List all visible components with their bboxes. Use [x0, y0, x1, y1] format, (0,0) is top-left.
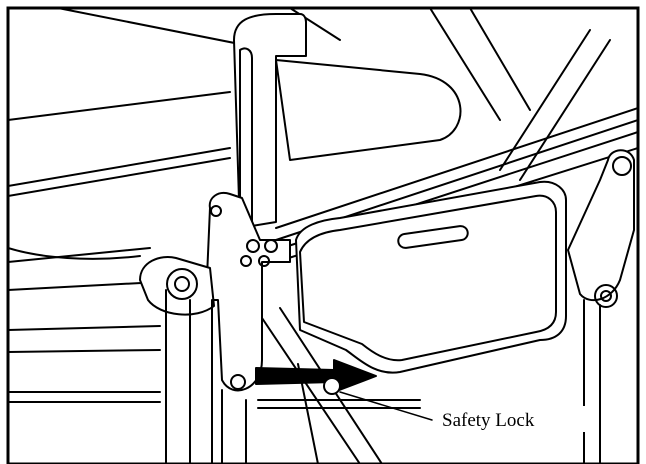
lock-bracket: [205, 192, 291, 392]
right-hinge: [567, 149, 635, 302]
left-pivot-bolt-inner: [174, 276, 190, 292]
safety-lock-arrow: [255, 359, 377, 393]
lock-cover-plate: [295, 180, 567, 374]
bracket-hole-4: [258, 255, 270, 267]
right-hinge-bolt-top: [612, 156, 632, 176]
figure-border: [6, 6, 640, 464]
safety-lock-pin: [323, 377, 341, 395]
bracket-hole-top: [210, 205, 222, 217]
right-hinge-bolt-bottom: [594, 284, 618, 308]
bracket-hole-1: [246, 239, 260, 253]
callout-label-safety-lock: Safety Lock: [442, 410, 535, 431]
release-handle: [233, 13, 307, 233]
seat-cushion: [275, 59, 462, 161]
bracket-hole-3: [240, 255, 252, 267]
left-pivot-joint: [139, 256, 215, 316]
rear-leg: [583, 299, 601, 464]
bracket-leg: [211, 299, 247, 464]
left-leg: [165, 289, 191, 464]
lock-cover-inner: [299, 194, 557, 362]
right-hinge-bolt-bottom-inner: [600, 290, 612, 302]
lock-cover-slot: [397, 225, 469, 249]
bracket-hole-2: [264, 239, 278, 253]
left-pivot-bolt-outer: [166, 268, 198, 300]
callout-leader-line: [339, 391, 433, 421]
bracket-hole-bottom: [230, 374, 246, 390]
